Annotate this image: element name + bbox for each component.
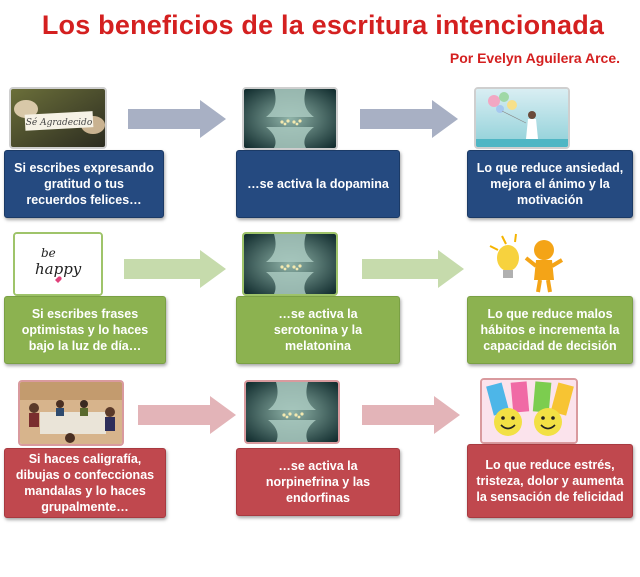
happy-socks-image	[480, 378, 578, 444]
be-happy-image: be happy	[13, 232, 103, 296]
arrow-right-icon	[138, 396, 238, 434]
be-happy-text-happy: happy	[35, 260, 82, 278]
author-credit: Por Evelyn Aguilera Arce.	[449, 50, 620, 66]
synapse-image	[244, 380, 340, 444]
effect-box-norepinephrine: …se activa la norpinefrina y las endorfi…	[236, 448, 400, 516]
cause-box-optimism: Si escribes frases optimistas y lo haces…	[4, 296, 166, 364]
cause-box-calligraphy: Si haces caligrafía, dibujas o confeccio…	[4, 448, 166, 518]
infographic-title: Los beneficios de la escritura intencion…	[41, 10, 605, 40]
gratitude-note-image: Sé Agradecido	[9, 87, 107, 149]
gratitude-note-text: Sé Agradecido	[26, 117, 93, 128]
result-box-anxiety: Lo que reduce ansiedad, mejora el ánimo …	[467, 150, 633, 218]
lightbulb-image	[484, 230, 570, 296]
arrow-right-icon	[362, 250, 466, 288]
result-box-stress: Lo que reduce estrés, tristeza, dolor y …	[467, 444, 633, 518]
arrow-right-icon	[360, 100, 460, 138]
cause-box-gratitude: Si escribes expresando gratitud o tus re…	[4, 150, 164, 218]
balloons-image	[474, 87, 570, 149]
arrow-right-icon	[362, 396, 462, 434]
synapse-image	[242, 87, 338, 150]
result-box-habits: Lo que reduce malos hábitos e incrementa…	[467, 296, 633, 364]
arrow-right-icon	[128, 100, 228, 138]
synapse-image	[242, 232, 338, 296]
arrow-right-icon	[124, 250, 228, 288]
be-happy-text-be: be	[41, 246, 56, 260]
effect-box-dopamine: …se activa la dopamina	[236, 150, 400, 218]
group-workshop-image	[18, 380, 124, 446]
effect-box-serotonin: …se activa la serotonina y la melatonina	[236, 296, 400, 364]
